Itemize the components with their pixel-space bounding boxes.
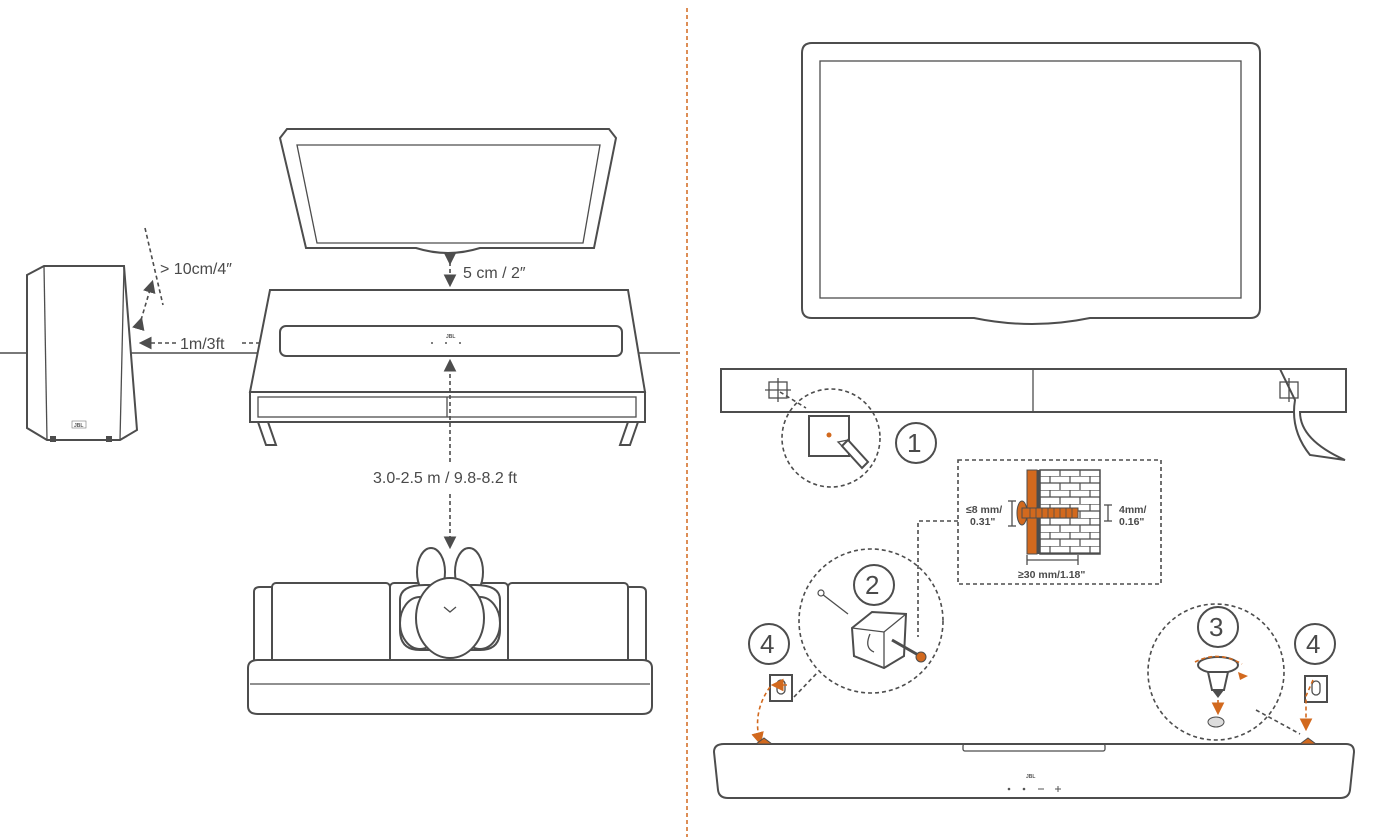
wall-reference-line: [144, 227, 164, 306]
subwoofer-illustration: JBL: [26, 265, 139, 442]
bracket-icon: [850, 610, 908, 670]
screw-length-label: ≥30 mm/1.18": [1018, 569, 1085, 581]
step4-right-number: 4: [1306, 629, 1320, 659]
tv-gap-label: 5 cm / 2″: [463, 265, 526, 282]
template-mark-right: [1279, 378, 1299, 402]
step4-left-number: 4: [760, 629, 774, 659]
tv-cabinet: [248, 289, 647, 446]
placement-panel: JBL > 10cm/4″ 1m/3ft 5 cm / 2″: [0, 128, 680, 715]
step3-number: 3: [1209, 612, 1223, 642]
soundbar-logo: JBL: [1026, 774, 1035, 780]
wall-gap-arrow: [132, 279, 156, 332]
pencil-icon: [836, 438, 870, 470]
tv-illustration-right: [801, 42, 1261, 325]
svg-text:JBL: JBL: [74, 423, 83, 429]
sub-distance-label: 1m/3ft: [180, 336, 225, 353]
template-mark-left: [765, 378, 791, 402]
screw-diameter-inch-label: 0.16": [1119, 516, 1144, 528]
step2-detail: [798, 548, 944, 694]
screw-diameter-label: 4mm/: [1119, 504, 1147, 516]
mounting-template: [720, 368, 1347, 461]
step4-right-badge: [1294, 623, 1336, 665]
wall-anchor-icon: [769, 674, 793, 702]
screw-icon: [817, 589, 849, 615]
screw-head-label: ≤8 mm/: [966, 504, 1002, 516]
soundbar-mounted: JBL: [712, 737, 1356, 799]
step1-badge: [895, 422, 937, 464]
wall-gap-label: > 10cm/4″: [160, 261, 232, 278]
screw-spec-box: ≤8 mm/ 0.31" 4mm/ 0.16" ≥30 mm/1.18": [957, 459, 1162, 585]
step4-left-badge: [748, 623, 790, 665]
screw-head-inch-label: 0.31": [970, 516, 995, 528]
drill-icon: [1194, 655, 1248, 698]
step3-detail: [1147, 603, 1285, 741]
step2-badge: [853, 564, 895, 606]
person-illustration: [399, 547, 501, 659]
step2-number: 2: [865, 570, 879, 600]
tv-illustration-left: [278, 128, 618, 254]
wall-anchor-icon-right: [1304, 675, 1328, 703]
step1-number: 1: [907, 428, 921, 458]
listening-distance-label: 3.0-2.5 m / 9.8-8.2 ft: [373, 470, 518, 487]
wall-mount-panel: 1 ≤8 mm/ 0.31" 4mm/ 0.16" ≥30 mm/1.18": [712, 42, 1356, 799]
step1-detail: [779, 388, 881, 488]
step3-badge: [1197, 606, 1239, 648]
svg-text:JBL: JBL: [446, 334, 455, 340]
soundbar-on-cabinet: JBL: [279, 325, 623, 357]
